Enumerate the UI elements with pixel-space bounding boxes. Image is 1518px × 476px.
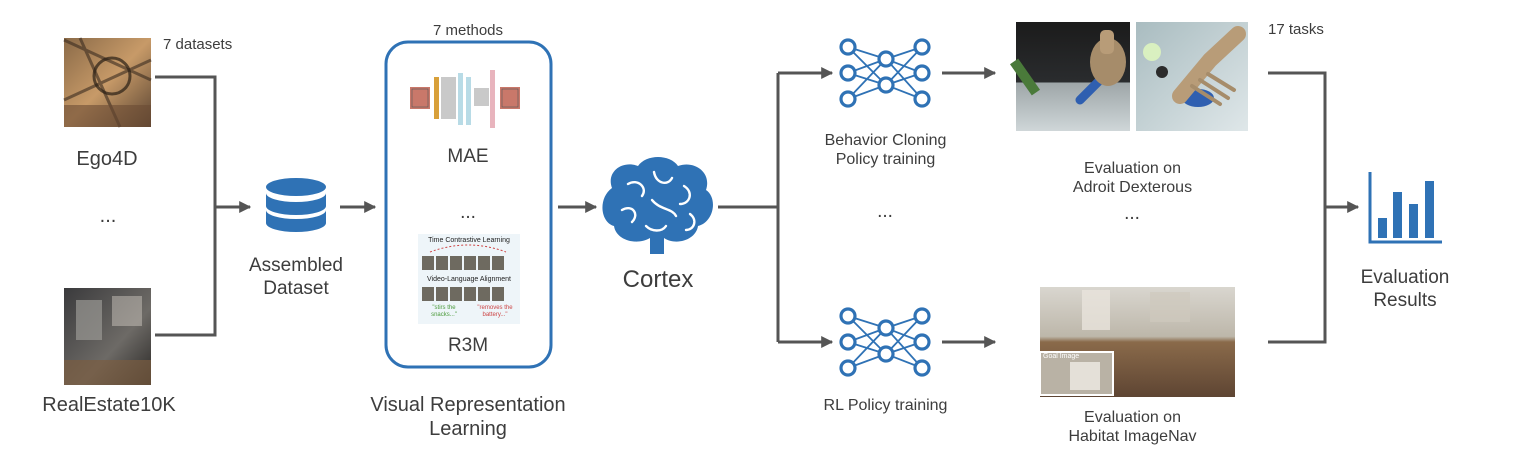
bar-chart-icon	[1368, 172, 1442, 244]
connector-adroit-out	[1268, 71, 1327, 207]
r3m-heading-mid: Video-Language Alignment	[427, 276, 511, 283]
database-icon	[266, 178, 326, 232]
habitat-image	[1039, 287, 1235, 397]
adroit-eval-label: Evaluation on Adroit Dexterous	[1045, 159, 1220, 197]
vrl-line1: Visual Representation	[370, 394, 566, 416]
adroit-line1: Evaluation on	[1084, 160, 1181, 177]
rl-network-icon	[839, 307, 931, 377]
brain-icon	[602, 157, 713, 254]
ego4d-label: Ego4D	[76, 148, 138, 170]
connector-ego4d	[155, 75, 217, 207]
connectors	[155, 67, 1360, 348]
realestate-image	[64, 288, 151, 385]
r3m-caption-right: "removes the battery..."	[477, 305, 513, 319]
bc-line1: Behavior Cloning	[824, 132, 947, 149]
results-line1: Evaluation	[1360, 267, 1450, 288]
bc-network-icon	[839, 38, 931, 108]
realestate-label: RealEstate10K	[42, 394, 176, 416]
cortex-label: Cortex	[622, 266, 694, 293]
vrl-line2: Learning	[429, 418, 507, 440]
adroit-line2: Adroit Dexterous	[1072, 179, 1193, 197]
r3m-label: R3M	[447, 335, 489, 356]
methods-count-label: 7 methods	[432, 22, 504, 39]
habitat-line2: Habitat ImageNav	[1068, 428, 1197, 446]
vrl-box	[384, 40, 553, 369]
assembled-line2: Dataset	[263, 277, 329, 299]
datasets-count-label: 7 datasets	[163, 36, 233, 53]
habitat-eval-label: Evaluation on Habitat ImageNav	[1045, 408, 1220, 446]
results-label: Evaluation Results	[1340, 267, 1470, 313]
r3m-heading-top: Time Contrastive Learning	[428, 237, 510, 244]
methods-ellipsis: ...	[460, 202, 476, 223]
datasets-ellipsis: ...	[99, 205, 117, 227]
bc-line2: Policy training	[835, 151, 936, 169]
adroit-image-left	[1010, 22, 1130, 131]
connector-realestate	[155, 207, 217, 337]
vrl-label: Visual Representation Learning	[340, 393, 596, 441]
r3m-figure	[418, 234, 520, 324]
mae-label: MAE	[447, 146, 489, 167]
assembled-line1: Assembled	[249, 255, 343, 276]
assembled-dataset-label: Assembled Dataset	[236, 255, 356, 301]
results-line2: Results	[1373, 289, 1437, 311]
ego4d-image	[63, 37, 152, 128]
habitat-line1: Evaluation on	[1084, 409, 1181, 426]
connector-habitat-out	[1268, 207, 1327, 344]
goal-image-label: Goal Image	[1043, 353, 1080, 360]
tasks-count-label: 17 tasks	[1268, 21, 1324, 38]
rl-policy-label: RL Policy training	[823, 397, 948, 414]
mae-figure	[410, 70, 520, 128]
r3m-caption-left: "stirs the snacks..."	[431, 305, 457, 319]
policies-ellipsis: ...	[877, 201, 893, 222]
evaluations-ellipsis: ...	[1124, 203, 1140, 224]
bc-policy-label: Behavior Cloning Policy training	[798, 131, 973, 169]
adroit-image-right	[1136, 22, 1248, 131]
